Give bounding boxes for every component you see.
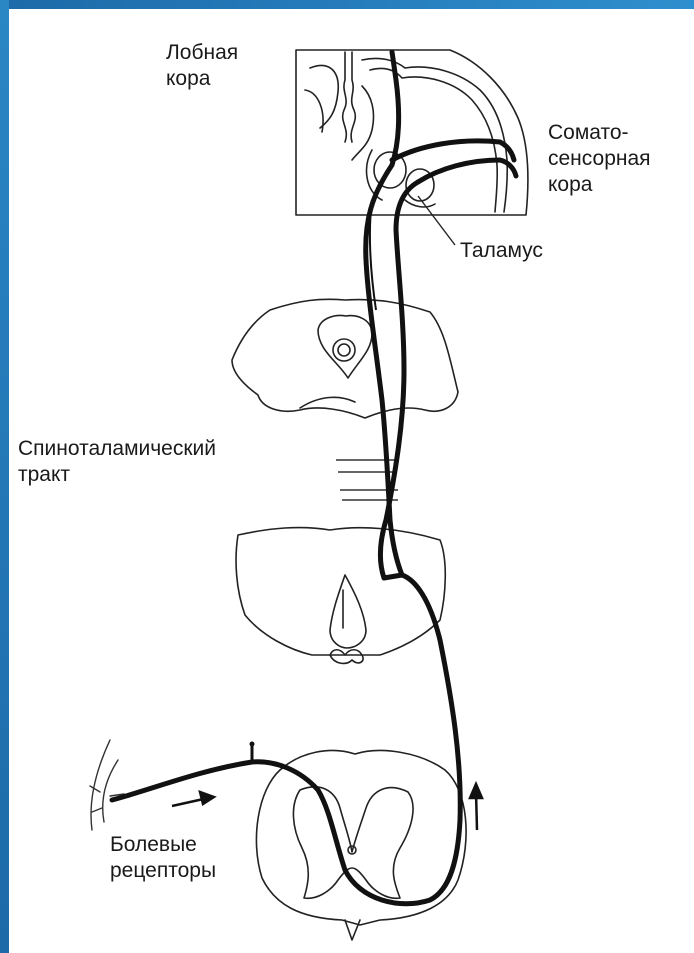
label-spinothalamic-tract: Спиноталамический тракт bbox=[18, 436, 216, 488]
label-frontal-cortex-line2: кора bbox=[166, 66, 238, 92]
medulla-outline bbox=[232, 299, 458, 418]
spinal-cord-section bbox=[256, 751, 466, 940]
cord-segment-upper bbox=[236, 528, 445, 664]
medulla-section bbox=[232, 299, 458, 418]
brain-section bbox=[296, 50, 528, 215]
label-spinothalamic-line1: Спиноталамический bbox=[18, 436, 216, 462]
afferent-arrow-icon bbox=[172, 792, 214, 806]
label-pain-receptors: Болевые рецепторы bbox=[110, 832, 216, 884]
label-thalamus: Таламус bbox=[460, 238, 543, 264]
cord-segment-outline bbox=[236, 528, 445, 655]
label-somatosensory-line1: Сомато- bbox=[548, 120, 651, 146]
label-spinothalamic-line2: тракт bbox=[18, 462, 216, 488]
label-somatosensory-line2: сенсорная bbox=[548, 146, 651, 172]
ascending-tract-right bbox=[380, 182, 418, 578]
thalamus-pointer bbox=[418, 196, 455, 245]
label-somatosensory-cortex: Сомато- сенсорная кора bbox=[548, 120, 651, 198]
brain-outline bbox=[296, 50, 528, 215]
label-frontal-cortex: Лобная кора bbox=[166, 40, 238, 92]
label-frontal-cortex-line1: Лобная bbox=[166, 40, 238, 66]
cortex-inner-contour bbox=[362, 58, 507, 212]
brain-midline bbox=[343, 52, 347, 142]
label-pain-receptors-line2: рецепторы bbox=[110, 858, 216, 884]
ascending-arrow-icon bbox=[470, 784, 482, 830]
skin-receptor-region bbox=[90, 740, 124, 830]
label-pain-receptors-line1: Болевые bbox=[110, 832, 216, 858]
label-somatosensory-line3: кора bbox=[548, 172, 651, 198]
